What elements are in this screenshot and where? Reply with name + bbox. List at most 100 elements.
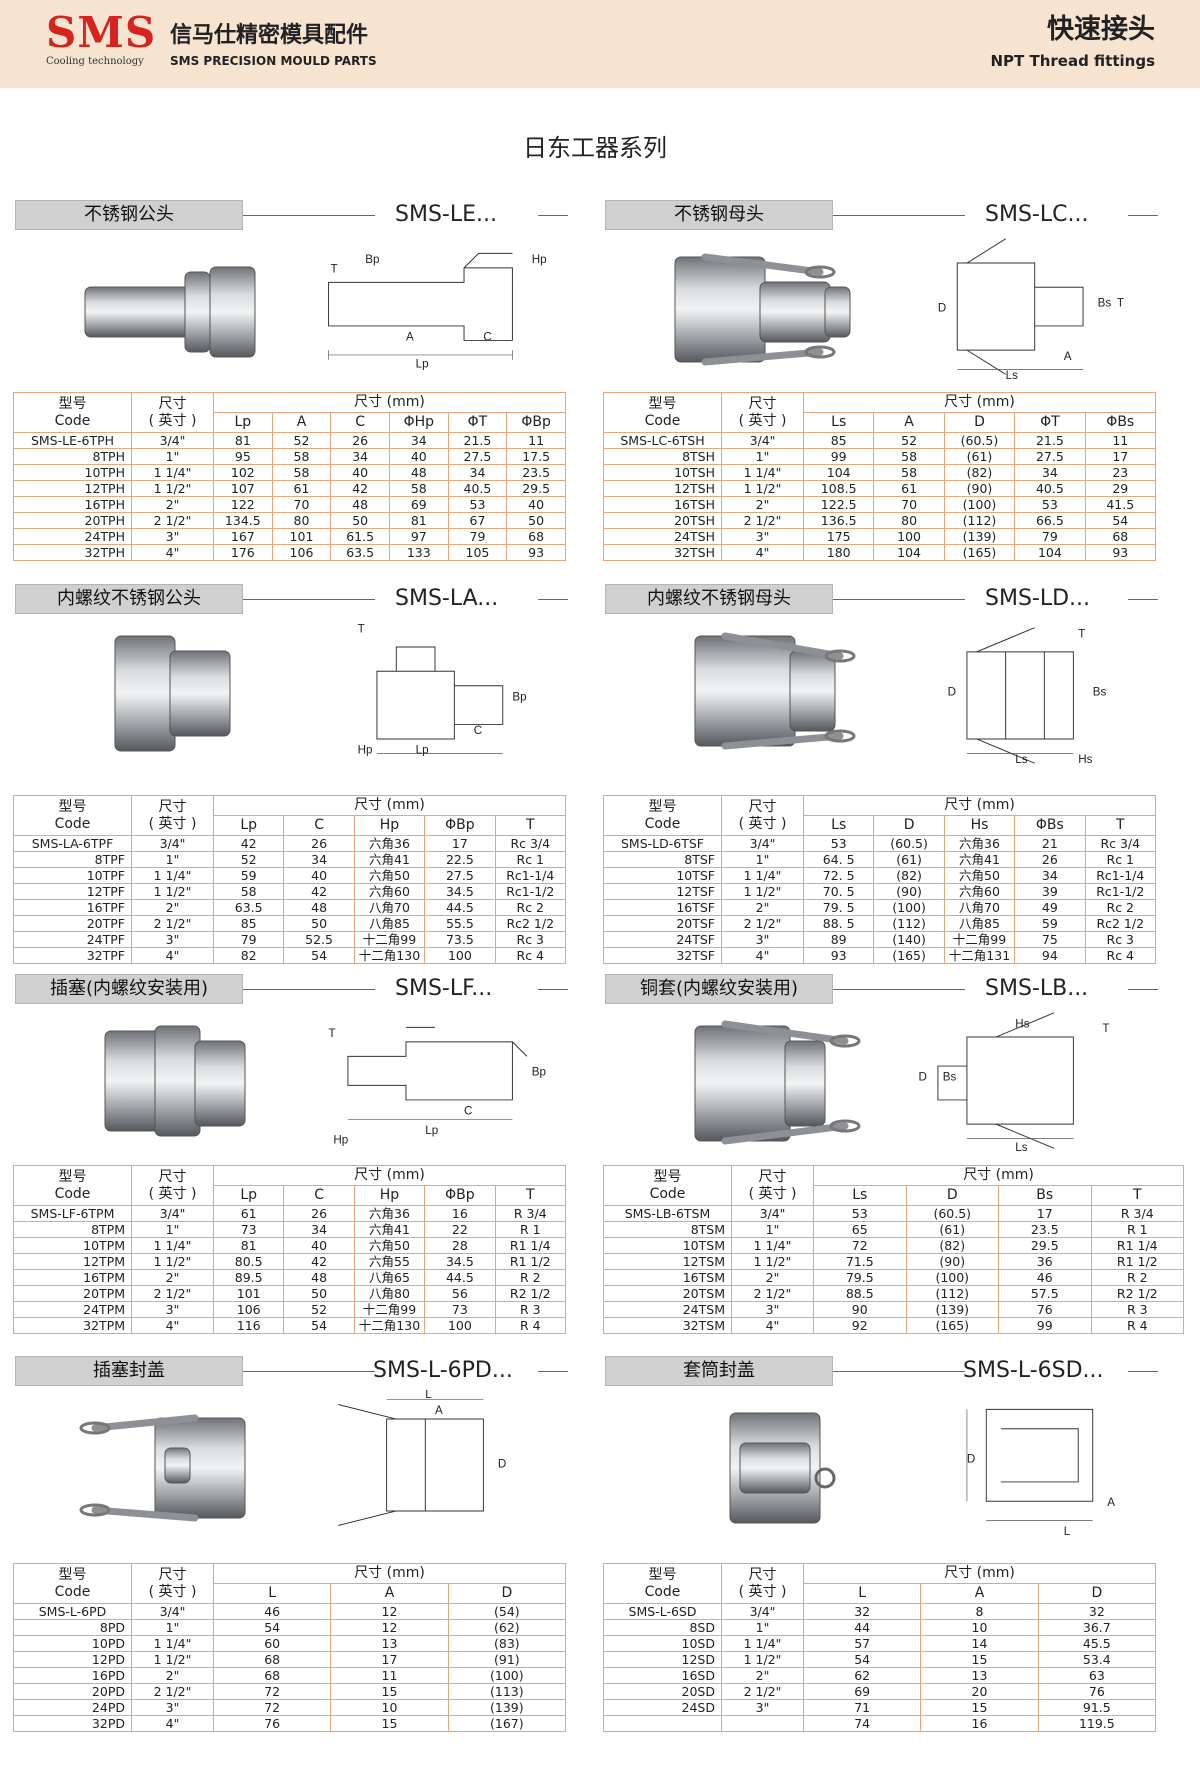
model-header-en: Code (54, 1185, 91, 1202)
drawing-label-1: T (1102, 1022, 1109, 1035)
model-code-cell: 16TSH (603, 496, 722, 513)
dimension-cell: 34 (330, 448, 390, 465)
dimension-cell: 48 (330, 496, 390, 513)
size-cell: 1 1/2" (721, 883, 804, 900)
model-code-cell: 16SD (603, 1667, 722, 1684)
column-header: T (1090, 1185, 1185, 1206)
size-cell: 1" (721, 851, 804, 868)
dimension-cell: 20 (920, 1683, 1039, 1700)
size-cell: 3/4" (731, 1205, 814, 1222)
dimension-cell: 67 (447, 512, 508, 529)
plug-groove (739, 1442, 811, 1494)
dimension-cell: 34 (283, 1221, 355, 1238)
dimension-cell: 94 (1014, 947, 1086, 964)
size-cell: 1 1/2" (131, 480, 214, 497)
hex-nut (154, 1025, 201, 1137)
drawing-label-3: Ls (1015, 753, 1027, 766)
size-header-cn: 尺寸 (158, 798, 187, 815)
drawing-label-4: C (483, 330, 491, 343)
section-tab: 内螺纹不锈钢公头 (15, 584, 243, 614)
dimension-cell: 27.5 (424, 867, 496, 884)
size-cell: 1 1/4" (721, 867, 804, 884)
dimension-cell: R 1 (494, 1221, 566, 1238)
size-cell: 4" (131, 1317, 214, 1334)
model-code-cell: SMS-LE-6TPH (13, 432, 132, 449)
dimension-cell: R 4 (494, 1317, 566, 1334)
dimension-cell: 40 (388, 448, 449, 465)
product-photo (694, 632, 856, 750)
column-header: ΦBp (506, 412, 566, 433)
size-cell: 3/4" (721, 432, 804, 449)
dimension-cell: 36 (998, 1253, 1092, 1270)
cam-lever-bottom-ring (829, 1119, 861, 1133)
plug-end (169, 650, 231, 737)
section-rule-end (1128, 599, 1158, 600)
dimension-cell: 17 (998, 1205, 1092, 1222)
dimension-cell: (100) (943, 496, 1016, 513)
dimension-cell: 34 (1014, 464, 1086, 481)
dimension-cell: (90) (905, 1253, 999, 1270)
dimension-cell: 21.5 (1014, 432, 1086, 449)
hose-shank (84, 286, 196, 338)
dimension-cell: 58 (873, 448, 945, 465)
model-code-cell: 32TPH (13, 544, 132, 561)
size-cell: 3" (131, 931, 214, 948)
dimension-cell: 79 (1014, 528, 1086, 545)
dimension-cell: 95 (213, 448, 273, 465)
dimension-cell: 40.5 (447, 480, 508, 497)
dimension-cell: 76 (1037, 1683, 1157, 1700)
dimension-cell: 36.7 (1037, 1619, 1157, 1636)
dimension-cell: 42 (283, 883, 355, 900)
section-code: SMS-LE... (395, 202, 497, 227)
drawing-label-3: Lp (425, 1124, 438, 1137)
cap-body (154, 1417, 246, 1519)
coupler-body (694, 635, 796, 747)
dimension-cell: 119.5 (1037, 1715, 1157, 1732)
drawing-label-0: T (358, 623, 365, 636)
section-rule (243, 599, 375, 600)
dimension-cell: 81 (212, 1237, 285, 1254)
section-rule (243, 1371, 375, 1372)
drawing-label-4: Hs (1078, 753, 1092, 766)
dimension-cell: 89 (802, 931, 875, 948)
dimension-cell: 70 (271, 496, 332, 513)
section-tab: 内螺纹不锈钢母头 (605, 584, 833, 614)
shank-end (824, 286, 851, 338)
dimension-cell: (82) (873, 867, 945, 884)
section-header: 铜套(内螺纹安装用)SMS-LB... (605, 972, 1175, 1006)
coupler-body (694, 1025, 791, 1142)
size-cell: 2 1/2" (131, 512, 214, 529)
section-rule (833, 1371, 965, 1372)
dimension-cell: 16 (920, 1715, 1039, 1732)
plug-end (209, 266, 256, 358)
drawing-label-2: D (498, 1457, 506, 1470)
size-cell: 2 1/2" (721, 915, 804, 932)
dimension-cell: 26 (1014, 851, 1086, 868)
dimension-cell: Rc2 1/2 (1084, 915, 1156, 932)
model-code-cell: 10TPM (13, 1237, 132, 1254)
dimension-cell: 59 (1014, 915, 1086, 932)
dimension-cell: 122.5 (802, 496, 875, 513)
model-code-cell: 20TSM (603, 1285, 732, 1302)
size-cell: 2" (131, 1667, 214, 1684)
dimension-cell: Rc1-1/4 (1084, 867, 1156, 884)
size-cell: 4" (131, 947, 214, 964)
drawing-label-1: Bp (365, 253, 379, 266)
cam-lever-top (91, 1414, 199, 1432)
dimension-cell: Rc2 1/2 (494, 915, 566, 932)
dimension-cell: 88. 5 (802, 915, 875, 932)
